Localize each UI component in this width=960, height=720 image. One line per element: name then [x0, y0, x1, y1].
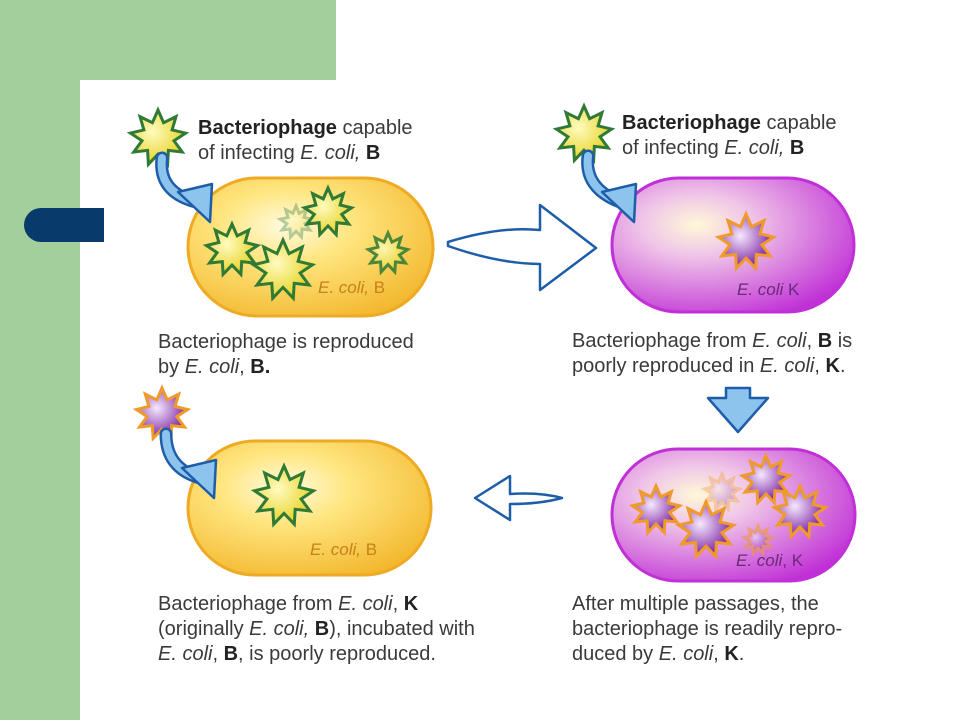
slide-top-band: [0, 0, 336, 80]
cell-label-bottom-right: E. coli, K: [736, 551, 804, 570]
cell-label-top-left: E. coli, B: [318, 278, 385, 297]
cell-ecoli-k-bottom-right: [610, 447, 857, 583]
slide-left-band: [0, 0, 80, 720]
caption-top-left: Bacteriophage is reproduced by E. coli, …: [158, 331, 414, 378]
slide-tab-marker: [24, 208, 104, 242]
cell-label-bottom-left: E. coli, B: [310, 540, 377, 559]
phage-b-icon: [250, 462, 318, 528]
phage-k-icon: [738, 452, 794, 507]
caption-bottom-right: After multiple passages, the bacteriopha…: [572, 593, 843, 665]
phage-b-icon: [276, 202, 316, 241]
phage-b-free-top-right-icon: [552, 102, 616, 164]
phage-b-icon: [300, 184, 356, 239]
caption-top-right: Bacteriophage from E. coli, B is poorly …: [572, 330, 853, 377]
caption-bottom-left: Bacteriophage from E. coli, K (originall…: [158, 593, 475, 665]
phage-k-icon: [770, 482, 830, 540]
phage-label-top-right: Bacteriophage capable of infecting E. co…: [622, 112, 837, 159]
cell-label-top-right: E. coli K: [737, 280, 800, 299]
phage-k-icon: [714, 210, 778, 272]
phage-b-icon: [202, 220, 262, 278]
process-arrow-right-icon: [446, 203, 598, 292]
phage-k-icon: [674, 498, 738, 560]
infection-arrow-top-right-icon: [581, 149, 638, 224]
process-arrow-down-icon: [706, 386, 770, 434]
phage-b-icon: [364, 229, 412, 276]
phage-k-icon: [700, 470, 744, 513]
phage-label-top-left: Bacteriophage capable of infecting E. co…: [198, 117, 413, 164]
phage-k-icon: [628, 482, 684, 537]
phage-b-icon: [249, 236, 317, 302]
phage-k-icon: [740, 522, 776, 557]
infection-arrow-bottom-left-icon: [159, 427, 218, 500]
infection-arrow-top-left-icon: [155, 151, 214, 224]
process-arrow-left-icon: [473, 474, 564, 522]
cell-ecoli-b-top-left: [186, 176, 435, 318]
